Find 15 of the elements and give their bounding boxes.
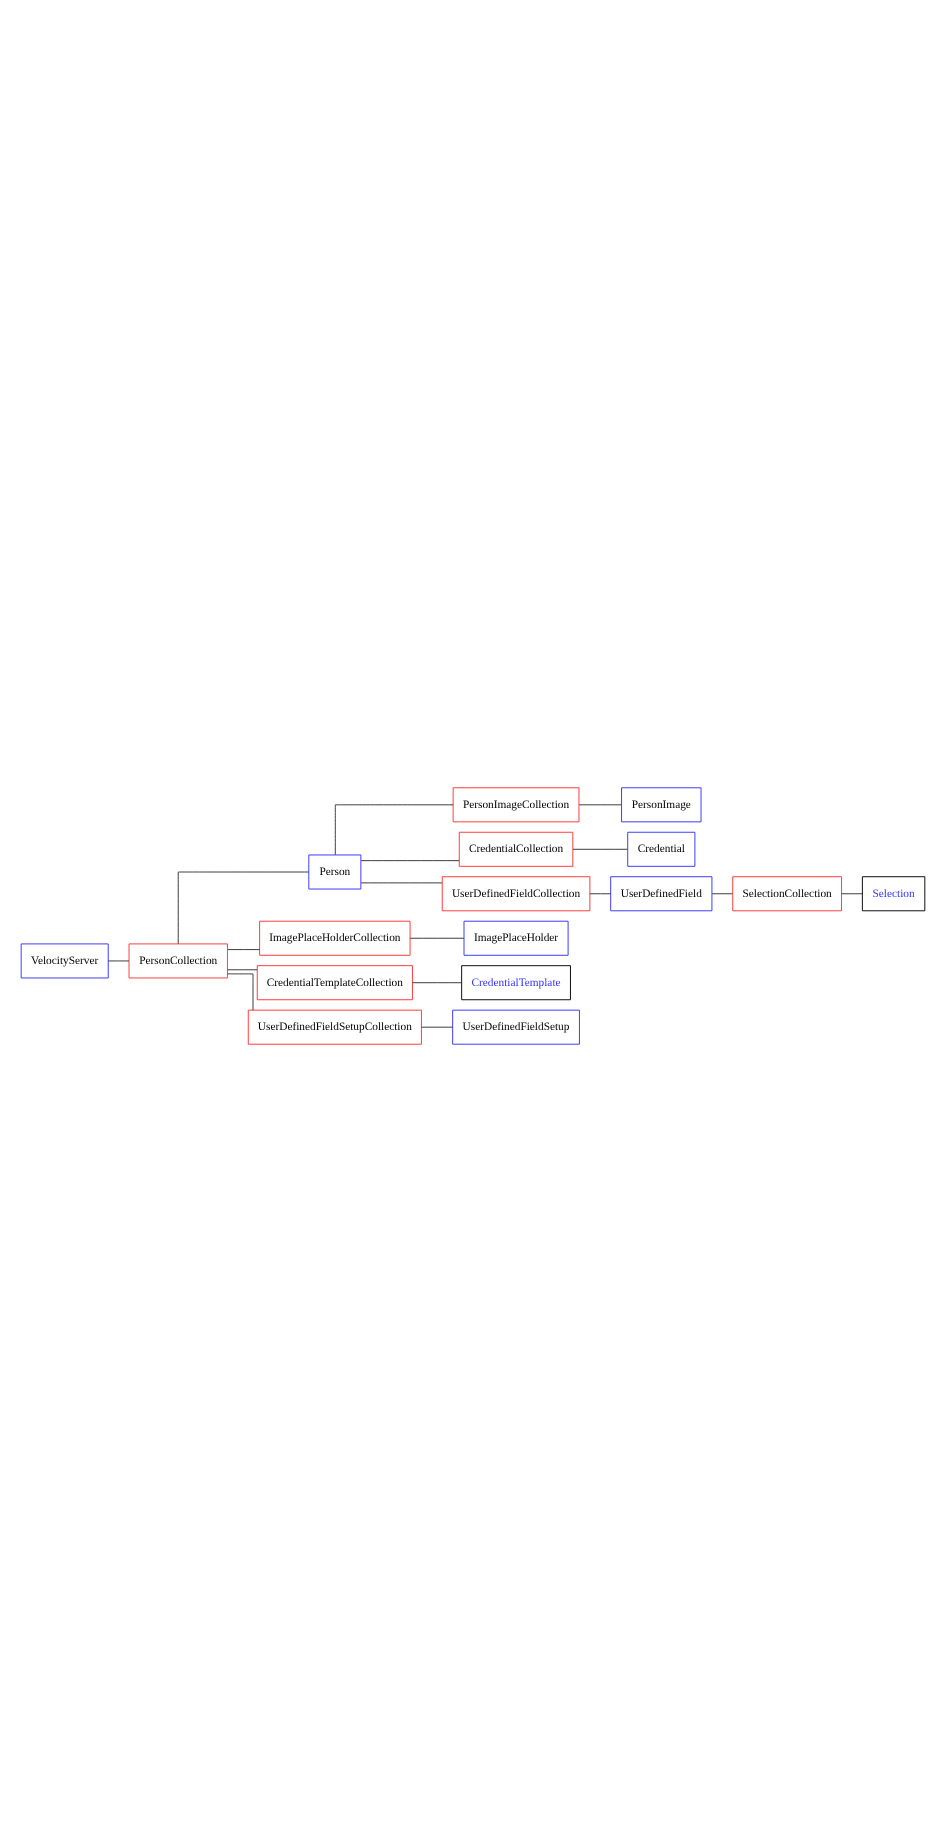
connector — [421, 1025, 453, 1027]
connector — [589, 892, 612, 894]
connector — [412, 981, 463, 983]
connector — [177, 870, 310, 944]
connector — [841, 892, 863, 894]
connector — [711, 892, 733, 894]
connector — [360, 881, 443, 883]
connector — [334, 803, 454, 855]
connector — [572, 847, 628, 849]
connector — [227, 948, 261, 950]
connector — [227, 972, 254, 1010]
connector — [360, 859, 460, 861]
connector — [578, 803, 622, 805]
connector — [409, 936, 465, 938]
connector — [227, 968, 258, 970]
